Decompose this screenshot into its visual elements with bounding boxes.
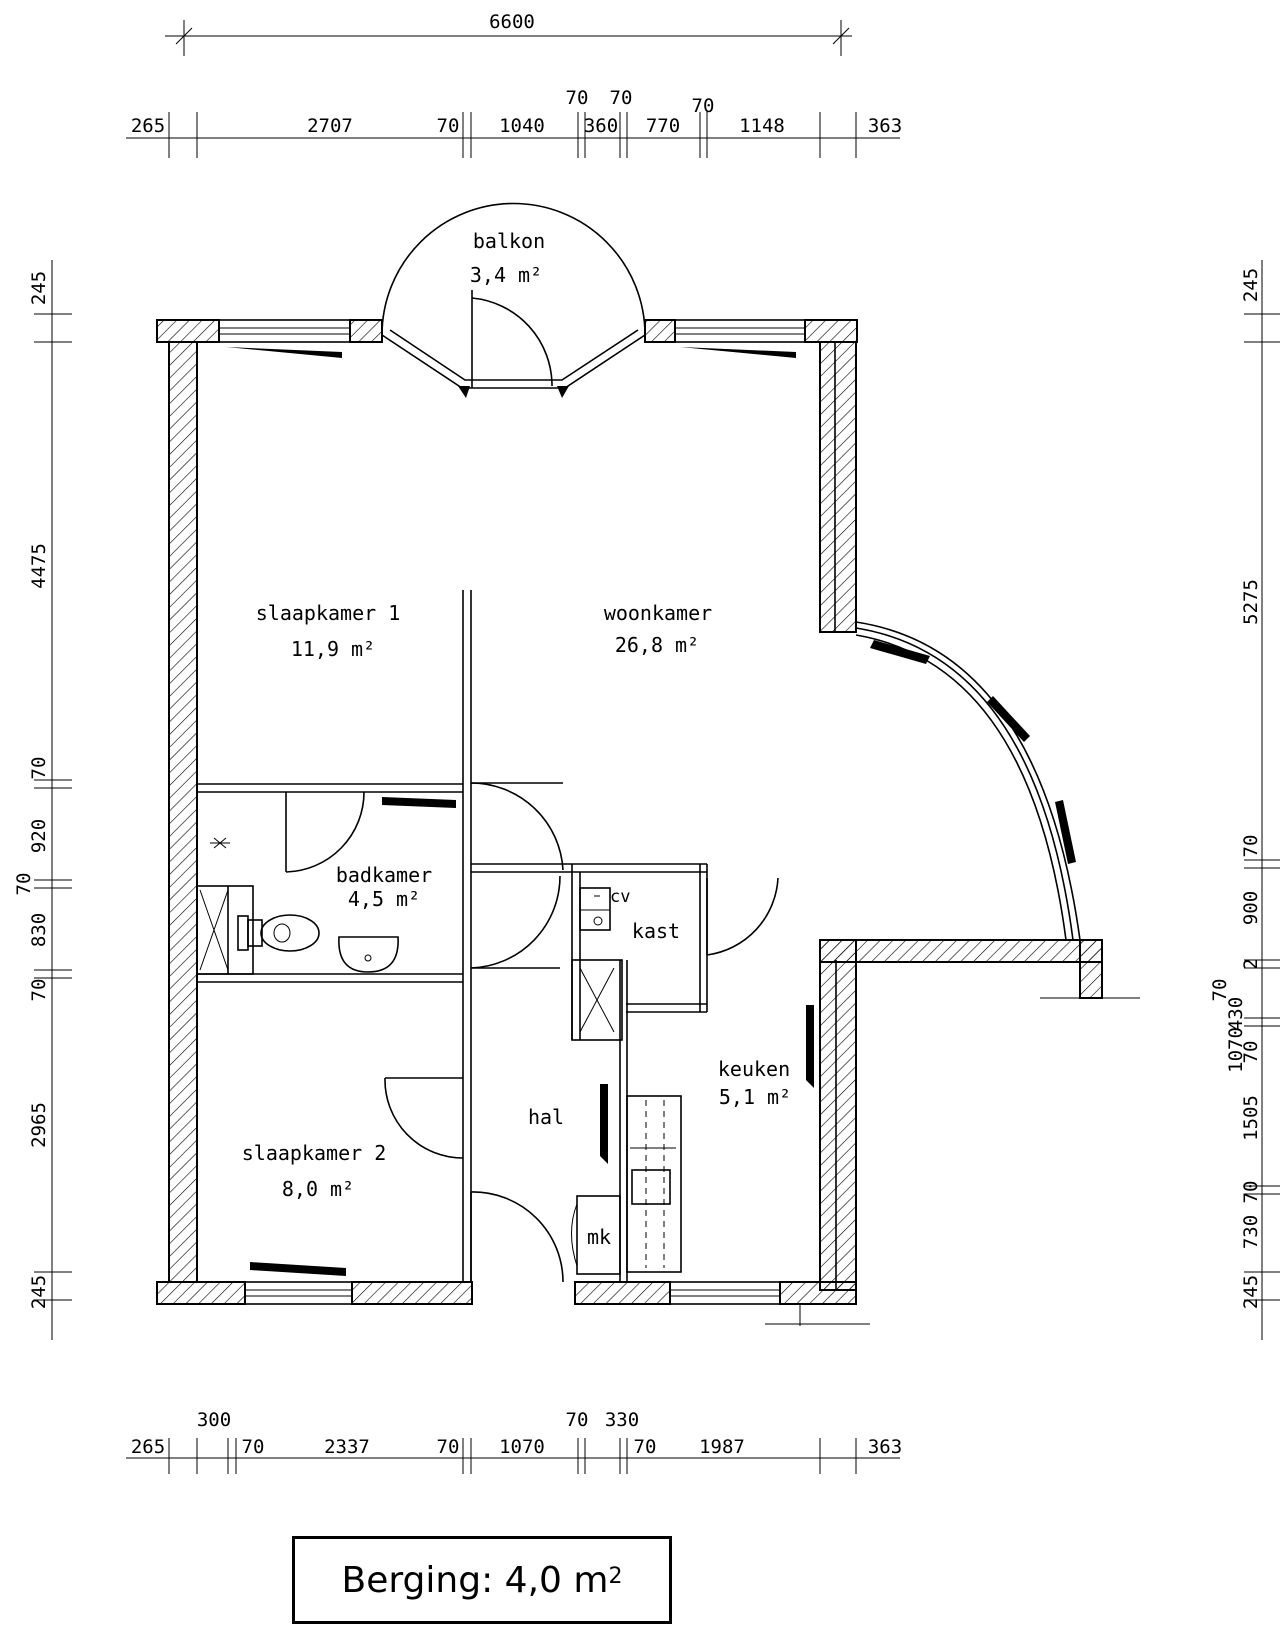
label-cv: cv bbox=[610, 887, 630, 907]
dim-bottom-11: 363 bbox=[868, 1436, 902, 1458]
dim-bottom-6: 1070 bbox=[499, 1436, 545, 1458]
dim-right-1: 245 bbox=[1240, 268, 1262, 302]
dim-bottom-9: 70 bbox=[634, 1436, 657, 1458]
doors bbox=[285, 782, 779, 1283]
dimension-chain-top: 265 2707 70 1040 70 360 70 770 70 1148 3… bbox=[126, 87, 902, 158]
dim-right-7: 1070 bbox=[1225, 1027, 1247, 1073]
dim-bottom-5: 70 bbox=[437, 1436, 460, 1458]
window-keuken bbox=[669, 1281, 781, 1305]
storage-area-unit-superscript: 2 bbox=[608, 1563, 623, 1589]
dim-left-4: 920 bbox=[28, 819, 50, 853]
area-keuken: 5,1 m² bbox=[719, 1085, 791, 1109]
interior-walls bbox=[197, 590, 821, 1282]
dim-bottom-2: 300 bbox=[197, 1409, 231, 1431]
area-balkon: 3,4 m² bbox=[470, 263, 542, 287]
area-woonkamer: 26,8 m² bbox=[615, 633, 699, 657]
dim-top-6: 360 bbox=[584, 115, 618, 137]
window-slaapkamer1 bbox=[218, 319, 351, 358]
dimension-overall-top: 6600 bbox=[165, 11, 852, 56]
label-kast: kast bbox=[632, 919, 680, 943]
bay-window-woonkamer bbox=[855, 621, 1081, 941]
dim-top-8: 770 bbox=[646, 115, 680, 137]
dim-right-5: 70 bbox=[1209, 979, 1231, 1002]
label-slaapkamer1: slaapkamer 1 bbox=[256, 601, 401, 625]
bathroom-fixtures bbox=[196, 837, 399, 975]
dim-top-4: 1040 bbox=[499, 115, 545, 137]
dim-top-10: 1148 bbox=[739, 115, 785, 137]
dim-right-13: 245 bbox=[1240, 1275, 1262, 1309]
label-woonkamer: woonkamer bbox=[604, 601, 712, 625]
label-hal: hal bbox=[528, 1105, 564, 1129]
dim-top-9: 70 bbox=[692, 95, 715, 117]
dim-top-3: 70 bbox=[437, 115, 460, 137]
dim-left-2: 4475 bbox=[28, 543, 50, 589]
dim-right-6: 430 bbox=[1225, 997, 1247, 1031]
dim-left-9: 245 bbox=[28, 1275, 50, 1309]
dim-right-9: 70 bbox=[1240, 1041, 1262, 1064]
dim-top-1: 265 bbox=[131, 115, 165, 137]
dim-right-8: 2 bbox=[1240, 958, 1262, 969]
dimension-chain-bottom: 265 300 70 2337 70 1070 70 330 70 1987 3… bbox=[126, 1409, 902, 1474]
label-keuken: keuken bbox=[718, 1057, 790, 1081]
dim-left-6: 830 bbox=[28, 913, 50, 947]
dim-right-3: 70 bbox=[1240, 835, 1262, 858]
window-slaapkamer2 bbox=[244, 1262, 353, 1305]
label-slaapkamer2: slaapkamer 2 bbox=[242, 1141, 387, 1165]
dimension-chain-left: 245 4475 70 920 70 830 70 2965 245 bbox=[13, 260, 72, 1340]
dim-right-12: 730 bbox=[1240, 1215, 1262, 1249]
dim-top-11: 363 bbox=[868, 115, 902, 137]
dim-right-11: 70 bbox=[1240, 1181, 1262, 1204]
dim-right-10: 1505 bbox=[1240, 1095, 1262, 1141]
balcony bbox=[381, 202, 646, 398]
dim-bottom-3: 70 bbox=[242, 1436, 265, 1458]
storage-label: Berging: bbox=[341, 1559, 494, 1601]
cv-boiler bbox=[579, 887, 611, 931]
storage-area: 4,0 m bbox=[504, 1559, 609, 1601]
dim-bottom-7: 70 bbox=[566, 1409, 589, 1431]
dim-right-2: 5275 bbox=[1240, 579, 1262, 625]
dim-left-3: 70 bbox=[28, 757, 50, 780]
area-slaapkamer2: 8,0 m² bbox=[282, 1177, 354, 1201]
outer-walls bbox=[156, 319, 1140, 1326]
label-mk: mk bbox=[587, 1225, 611, 1249]
dim-top-5: 70 bbox=[566, 87, 589, 109]
dim-bottom-4: 2337 bbox=[324, 1436, 370, 1458]
dim-right-4: 900 bbox=[1240, 891, 1262, 925]
dim-bottom-10: 1987 bbox=[699, 1436, 745, 1458]
area-badkamer: 4,5 m² bbox=[348, 887, 420, 911]
dimension-chain-right: 245 5275 70 900 70 430 1070 2 70 1505 70… bbox=[1209, 260, 1280, 1340]
dim-left-5: 70 bbox=[13, 873, 35, 896]
label-badkamer: badkamer bbox=[336, 863, 432, 887]
label-balkon: balkon bbox=[473, 229, 545, 253]
window-woonkamer-top bbox=[674, 319, 806, 358]
dim-bottom-8: 330 bbox=[605, 1409, 639, 1431]
kitchen-counter bbox=[626, 1095, 682, 1273]
dim-top-7: 70 bbox=[610, 87, 633, 109]
dim-left-7: 70 bbox=[28, 979, 50, 1002]
dim-left-8: 2965 bbox=[28, 1102, 50, 1148]
area-slaapkamer1: 11,9 m² bbox=[291, 637, 375, 661]
dim-left-1: 245 bbox=[28, 271, 50, 305]
dim-top-2: 2707 bbox=[307, 115, 353, 137]
dim-overall-top: 6600 bbox=[489, 11, 535, 33]
dim-bottom-1: 265 bbox=[131, 1436, 165, 1458]
